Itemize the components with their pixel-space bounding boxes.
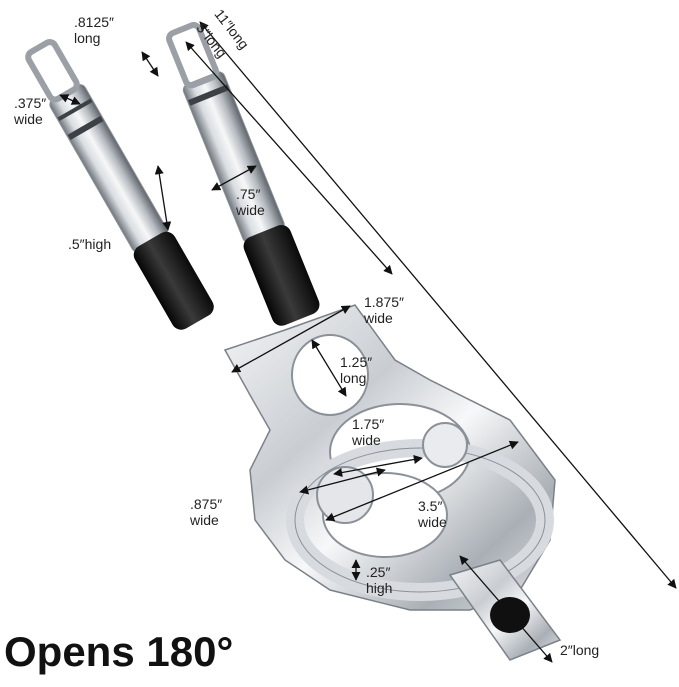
label-small-ring: .875″wide <box>190 496 223 528</box>
label-large-ring: 3.5″wide <box>418 498 447 530</box>
caption-opens-180: Opens 180° <box>4 628 234 675</box>
label-handle-width: .75″wide <box>236 186 265 218</box>
label-loop-long: .8125″long <box>74 14 114 46</box>
label-neck-width: 1.875″wide <box>364 294 404 326</box>
jaw-plate <box>223 304 562 661</box>
label-handle-height: .5″high <box>68 236 112 252</box>
label-tab-length: 2″long <box>560 642 600 658</box>
label-small-grip: 1.25″long <box>340 354 373 386</box>
label-tooth-gap: .25″high <box>366 564 393 596</box>
left-handle <box>25 39 214 330</box>
dimension-arrows <box>59 21 677 663</box>
label-mid-grip: 1.75″wide <box>352 416 385 448</box>
label-loop-wide: .375″wide <box>14 95 47 127</box>
